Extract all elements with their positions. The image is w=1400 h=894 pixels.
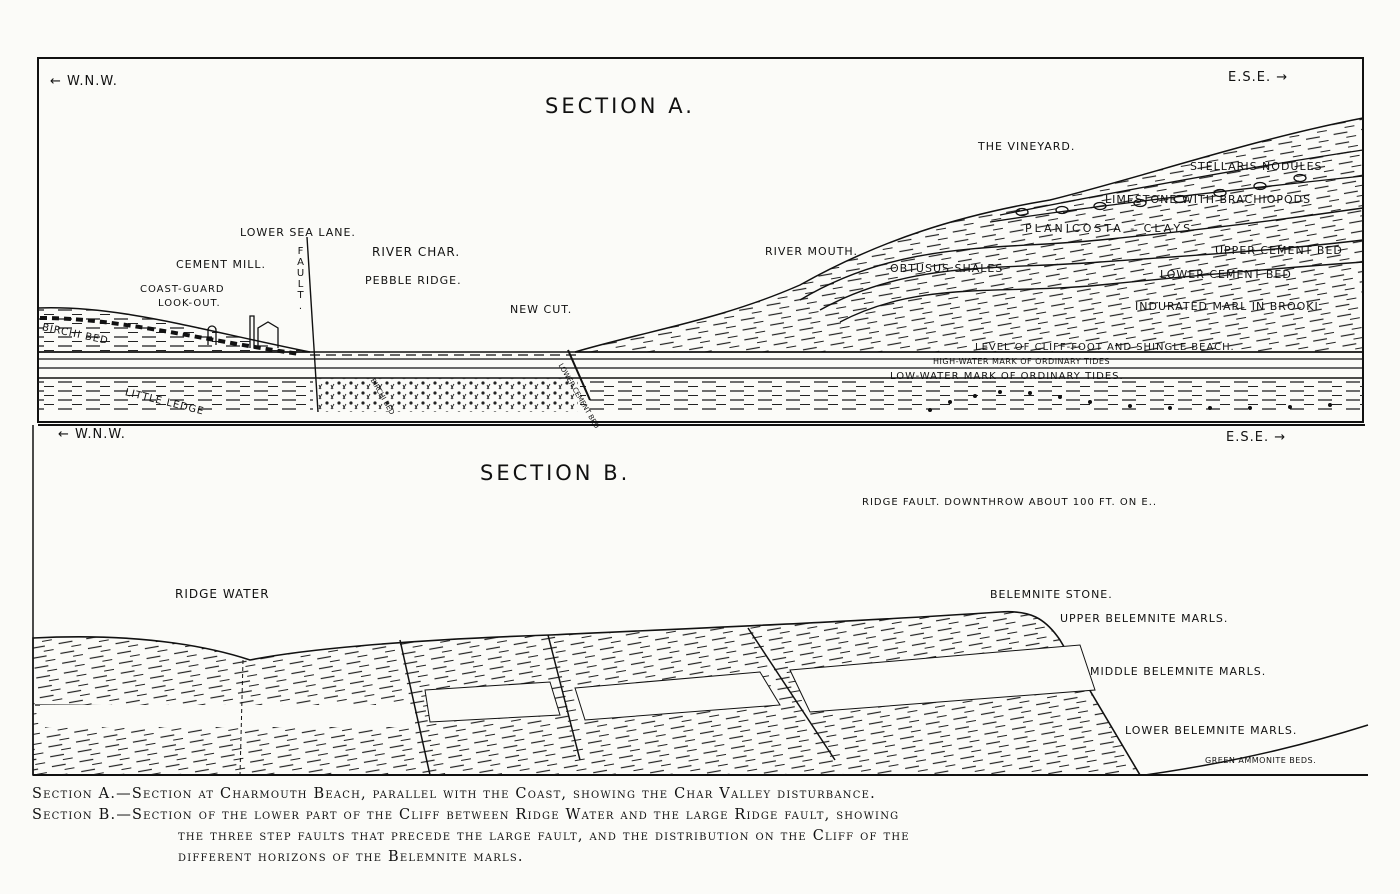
label-cement-mill: CEMENT MILL. xyxy=(176,258,267,271)
label-indurated: INDURATED MARL IN BROOKI xyxy=(1135,300,1319,313)
section-b-diagram xyxy=(32,425,1369,776)
label-low-water: LOW-WATER MARK OF ORDINARY TIDES. xyxy=(890,371,1124,382)
label-limestone: LIMESTONE WITH BRACHIOPODS xyxy=(1105,193,1312,206)
section-a-wnw-direction: ← W.N.W. xyxy=(50,74,118,89)
label-lower-cement: LOWER CEMENT BED xyxy=(1160,268,1292,281)
label-fault: FAULT. xyxy=(295,246,306,312)
label-green-ammonite-beds: GREEN AMMONITE BEDS. xyxy=(1205,756,1317,765)
section-a-title: SECTION A. xyxy=(545,94,695,118)
label-river-char: RIVER CHAR. xyxy=(372,245,461,259)
section-a-ese-direction: E.S.E. → xyxy=(1228,70,1289,85)
section-b-wnw-direction: ← W.N.W. xyxy=(58,427,126,442)
pebble-band xyxy=(928,390,1332,412)
caption-section-b: Section B.—Section of the lower part of … xyxy=(32,807,900,823)
label-upper-belemnite-marls: UPPER BELEMNITE MARLS. xyxy=(1060,612,1229,625)
label-high-water: HIGH-WATER MARK OF ORDINARY TIDES xyxy=(933,357,1111,366)
label-stellaris: STELLARIS NODULES xyxy=(1190,160,1323,173)
label-look-out: LOOK-OUT. xyxy=(158,298,221,309)
section-a-diagram xyxy=(37,57,1365,426)
section-b-title: SECTION B. xyxy=(480,461,631,485)
label-vineyard: THE VINEYARD. xyxy=(978,140,1076,153)
label-new-cut: NEW CUT. xyxy=(510,303,573,316)
label-planicosta: PLANICOSTA - CLAYS xyxy=(1025,222,1194,235)
label-coast-guard: COAST-GUARD xyxy=(140,284,225,295)
section-b-ese-direction: E.S.E. → xyxy=(1226,430,1287,445)
label-obtusus: OBTUSUS SHALES xyxy=(890,262,1004,275)
caption-section-b-cont1: the three step faults that precede the l… xyxy=(178,828,910,844)
label-pebble-ridge: PEBBLE RIDGE. xyxy=(365,274,462,287)
label-belemnite-stone: BELEMNITE STONE. xyxy=(990,588,1113,601)
caption-section-b-cont2: different horizons of the Belemnite marl… xyxy=(178,849,524,865)
label-lower-sea-lane: LOWER SEA LANE. xyxy=(240,226,356,239)
caption-section-a: Section A.—Section at Charmouth Beach, p… xyxy=(32,786,876,802)
label-ridge-fault: RIDGE FAULT. DOWNTHROW ABOUT 100 FT. ON … xyxy=(862,497,1158,508)
label-cliff-foot: LEVEL OF CLIFF-FOOT AND SHINGLE BEACH. xyxy=(975,342,1235,353)
label-ridge-water: RIDGE WATER xyxy=(175,587,270,601)
label-middle-belemnite-marls: MIDDLE BELEMNITE MARLS. xyxy=(1090,665,1267,678)
stellaris-nodules xyxy=(1015,173,1307,217)
label-river-mouth: RIVER MOUTH. xyxy=(765,245,858,258)
label-lower-belemnite-marls: LOWER BELEMNITE MARLS. xyxy=(1125,724,1298,737)
label-upper-cement: UPPER CEMENT BED xyxy=(1215,244,1343,257)
